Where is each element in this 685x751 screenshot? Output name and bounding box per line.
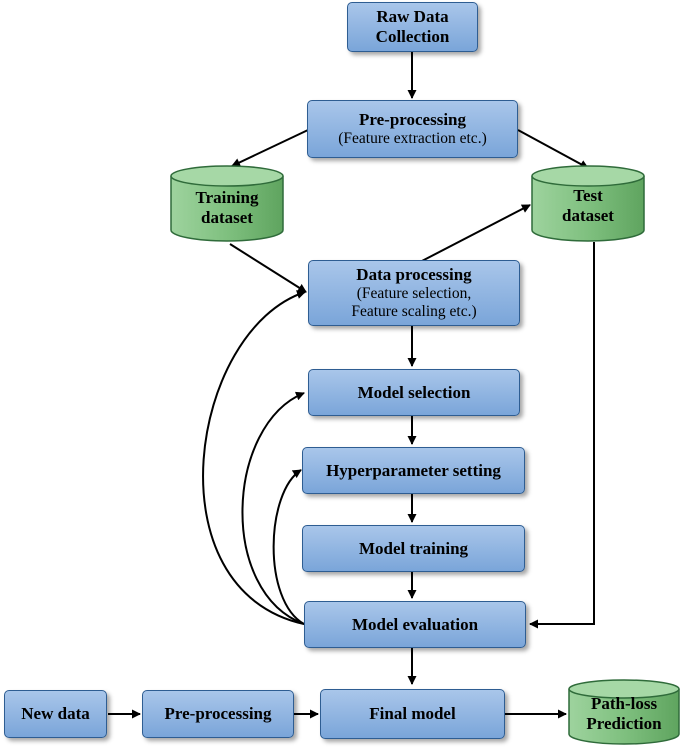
preprocessing-subtitle: (Feature extraction etc.) [338,129,487,147]
arrow-preprocessing-to-test [517,129,589,169]
training-dataset-line1: Training [195,188,259,207]
preprocessing-box: Pre-processing (Feature extraction etc.) [307,100,518,158]
test-dataset-shape [531,165,645,242]
raw-data-collection-box: Raw Data Collection [347,2,478,52]
new-data-box: New data [4,690,107,738]
preprocessing-title: Pre-processing [358,110,467,130]
model-selection-title: Model selection [357,382,471,402]
model-training-title: Model training [358,538,469,558]
model-training-box: Model training [302,525,525,572]
data-processing-box: Data processing (Feature selection, Feat… [308,260,520,326]
test-dataset-line2: dataset [562,206,614,226]
data-processing-sub2: Feature scaling etc.) [351,302,477,320]
loop-evaluation-to-dataprocessing [202,290,306,625]
arrow-training-to-dataprocessing [229,243,307,293]
preprocessing-bottom-box: Pre-processing [142,690,294,738]
test-dataset-line1: Test [573,186,603,205]
training-dataset-shape [170,165,284,242]
pathloss-line1: Path-loss [590,694,658,713]
loop-evaluation-to-modelselection [241,391,305,625]
test-dataset-cylinder: Test dataset [530,164,646,244]
pathloss-prediction-shape [568,679,680,745]
arrow-test-to-evaluation [529,242,595,629]
new-data-title: New data [21,704,90,724]
pathloss-line2: Prediction [586,714,662,734]
pathloss-prediction-cylinder: Path-loss Prediction [567,678,681,746]
final-model-box: Final model [320,689,505,739]
training-dataset-cylinder: Training dataset [169,164,285,244]
model-evaluation-box: Model evaluation [304,601,526,648]
arrow-dataprocessing-to-test [419,204,531,263]
loop-evaluation-to-hyperparameter [272,469,305,625]
data-processing-title: Data processing [356,265,472,285]
hyperparameter-setting-box: Hyperparameter setting [302,447,525,494]
raw-data-label-line1: Raw Data [376,7,449,27]
preprocessing-bottom-title: Pre-processing [164,704,272,724]
training-dataset-line2: dataset [201,208,253,228]
model-evaluation-title: Model evaluation [351,614,479,634]
raw-data-label-line2: Collection [375,27,450,46]
arrow-preprocessing-to-training [231,129,309,167]
model-selection-box: Model selection [308,369,520,416]
final-model-title: Final model [369,704,456,724]
data-processing-sub1: (Feature selection, [356,284,472,302]
hyperparameter-title: Hyperparameter setting [326,460,501,480]
